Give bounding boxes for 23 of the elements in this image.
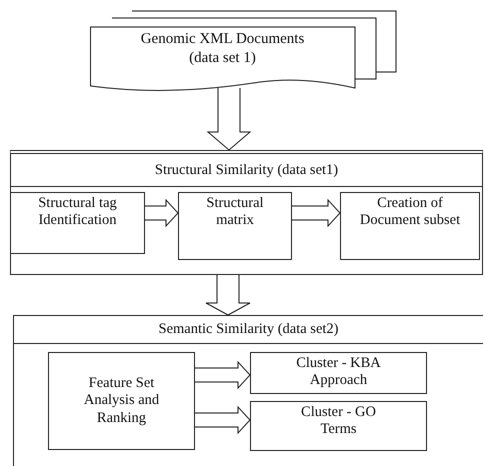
box-label: Cluster - KBA Approach [295, 355, 382, 390]
block-arrow [292, 198, 341, 228]
panel-heading: Structural Similarity (data set1) [154, 162, 338, 178]
block-arrow [206, 88, 252, 151]
process-box [250, 401, 427, 451]
process-box [340, 192, 480, 260]
process-box [48, 352, 195, 450]
process-box [250, 352, 427, 394]
block-arrow [194, 406, 251, 434]
process-box [10, 192, 145, 254]
stage-panel [10, 150, 483, 275]
block-arrow [194, 360, 251, 390]
stage-panel [13, 315, 483, 466]
panel-heading: Semantic Similarity (data set2) [158, 321, 338, 338]
document-title: Genomic XML Documents (data set 1) [140, 31, 304, 66]
box-label: Cluster - GO Terms [300, 404, 377, 439]
box-label: Creation of Document subset [358, 195, 462, 230]
block-arrow [206, 274, 250, 316]
process-box [178, 192, 292, 260]
block-arrow [144, 198, 179, 228]
box-label: Structural tag Identification [37, 195, 118, 230]
box-label: Feature Set Analysis and Ranking [82, 374, 160, 428]
box-label: Structural matrix [205, 195, 265, 230]
